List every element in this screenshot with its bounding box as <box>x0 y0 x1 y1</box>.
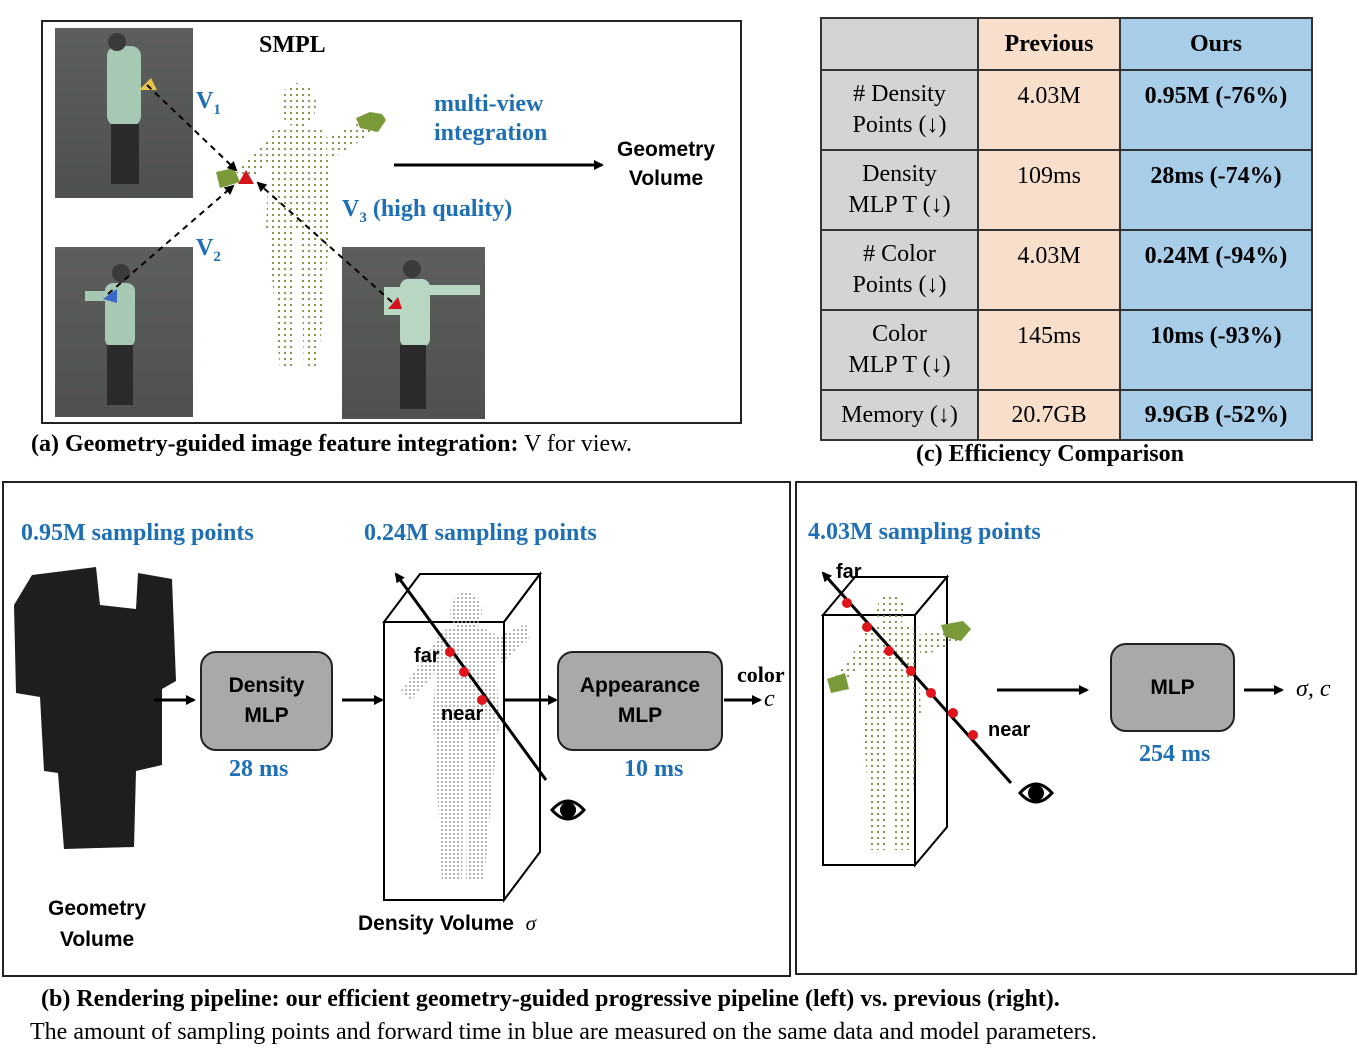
previous-value: 145ms <box>977 309 1121 391</box>
view-3-label: V3 (high quality) <box>342 196 513 226</box>
view-image-2 <box>55 247 193 417</box>
previous-value: 20.7GB <box>977 389 1121 441</box>
sampling-points-label-1: 0.95M sampling points <box>21 520 254 546</box>
multi-view-integration-label: multi-view integration <box>434 91 548 146</box>
arrow-to-density-volume <box>342 695 384 705</box>
far-label-left: far <box>414 645 440 667</box>
appearance-mlp-time: 10 ms <box>624 756 684 782</box>
output-label-right: σ, c <box>1296 676 1331 702</box>
color-output-label: color <box>737 662 785 687</box>
arrow-to-output-right <box>1244 685 1284 695</box>
table-header-previous: Previous <box>977 17 1121 71</box>
previous-value: 4.03M <box>977 229 1121 311</box>
geometry-volume-voxels <box>14 567 176 849</box>
table-header-ours: Ours <box>1119 17 1313 71</box>
caption-a: (a) Geometry-guided image feature integr… <box>31 431 632 457</box>
ours-value: 0.95M (-76%) <box>1119 69 1313 151</box>
ours-value: 9.9GB (-52%) <box>1119 389 1313 441</box>
view-1-label: V1 <box>196 88 221 118</box>
caption-c: (c) Efficiency Comparison <box>916 441 1184 467</box>
previous-volume-box <box>820 571 1013 868</box>
arrow-to-density-mlp <box>154 695 196 705</box>
previous-value: 4.03M <box>977 69 1121 151</box>
caption-b-line-2: The amount of sampling points and forwar… <box>30 1019 1097 1045</box>
smpl-label: SMPL <box>259 32 326 58</box>
near-label-right: near <box>988 719 1031 741</box>
sampling-points-label-2: 0.24M sampling points <box>364 520 597 546</box>
ours-value: 0.24M (-94%) <box>1119 229 1313 311</box>
mlp-time-right: 254 ms <box>1139 741 1211 767</box>
far-label-right: far <box>836 561 862 583</box>
mlp-box-right: MLP <box>1110 643 1235 732</box>
arrow-to-color <box>724 695 762 705</box>
geometry-volume-label-a: Geometry Volume <box>617 138 716 190</box>
eye-icon <box>1017 782 1055 804</box>
caption-b-line-1: (b) Rendering pipeline: our efficient ge… <box>41 986 1060 1012</box>
eye-icon <box>549 799 587 821</box>
table-header-row: Previous Ours <box>820 17 1313 71</box>
view-2-label: V2 <box>196 235 221 265</box>
previous-value: 109ms <box>977 149 1121 231</box>
table-row: Memory (↓) 20.7GB 9.9GB (-52%) <box>820 389 1313 441</box>
color-output-symbol: c <box>764 686 775 712</box>
density-mlp-time: 28 ms <box>229 756 289 782</box>
sampling-points-label-3: 4.03M sampling points <box>808 519 1041 545</box>
density-volume-label: Density Volume σ <box>358 911 537 935</box>
density-mlp-box: Density MLP <box>200 651 333 751</box>
view-rays <box>107 84 393 303</box>
view-image-1 <box>55 28 193 198</box>
appearance-mlp-box: Appearance MLP <box>557 651 723 751</box>
ours-value: 28ms (-74%) <box>1119 149 1313 231</box>
arrow-to-appearance-mlp <box>504 695 558 705</box>
row-label: Memory (↓) <box>820 389 979 441</box>
integration-arrow <box>394 160 604 170</box>
geometry-volume-label-b: Geometry Volume <box>48 897 147 951</box>
table-header-empty <box>820 17 979 71</box>
density-volume-box <box>382 571 548 903</box>
ours-value: 10ms (-93%) <box>1119 309 1313 391</box>
view-image-3 <box>342 247 485 419</box>
arrow-to-mlp-right <box>997 685 1089 695</box>
near-label-left: near <box>441 703 484 725</box>
